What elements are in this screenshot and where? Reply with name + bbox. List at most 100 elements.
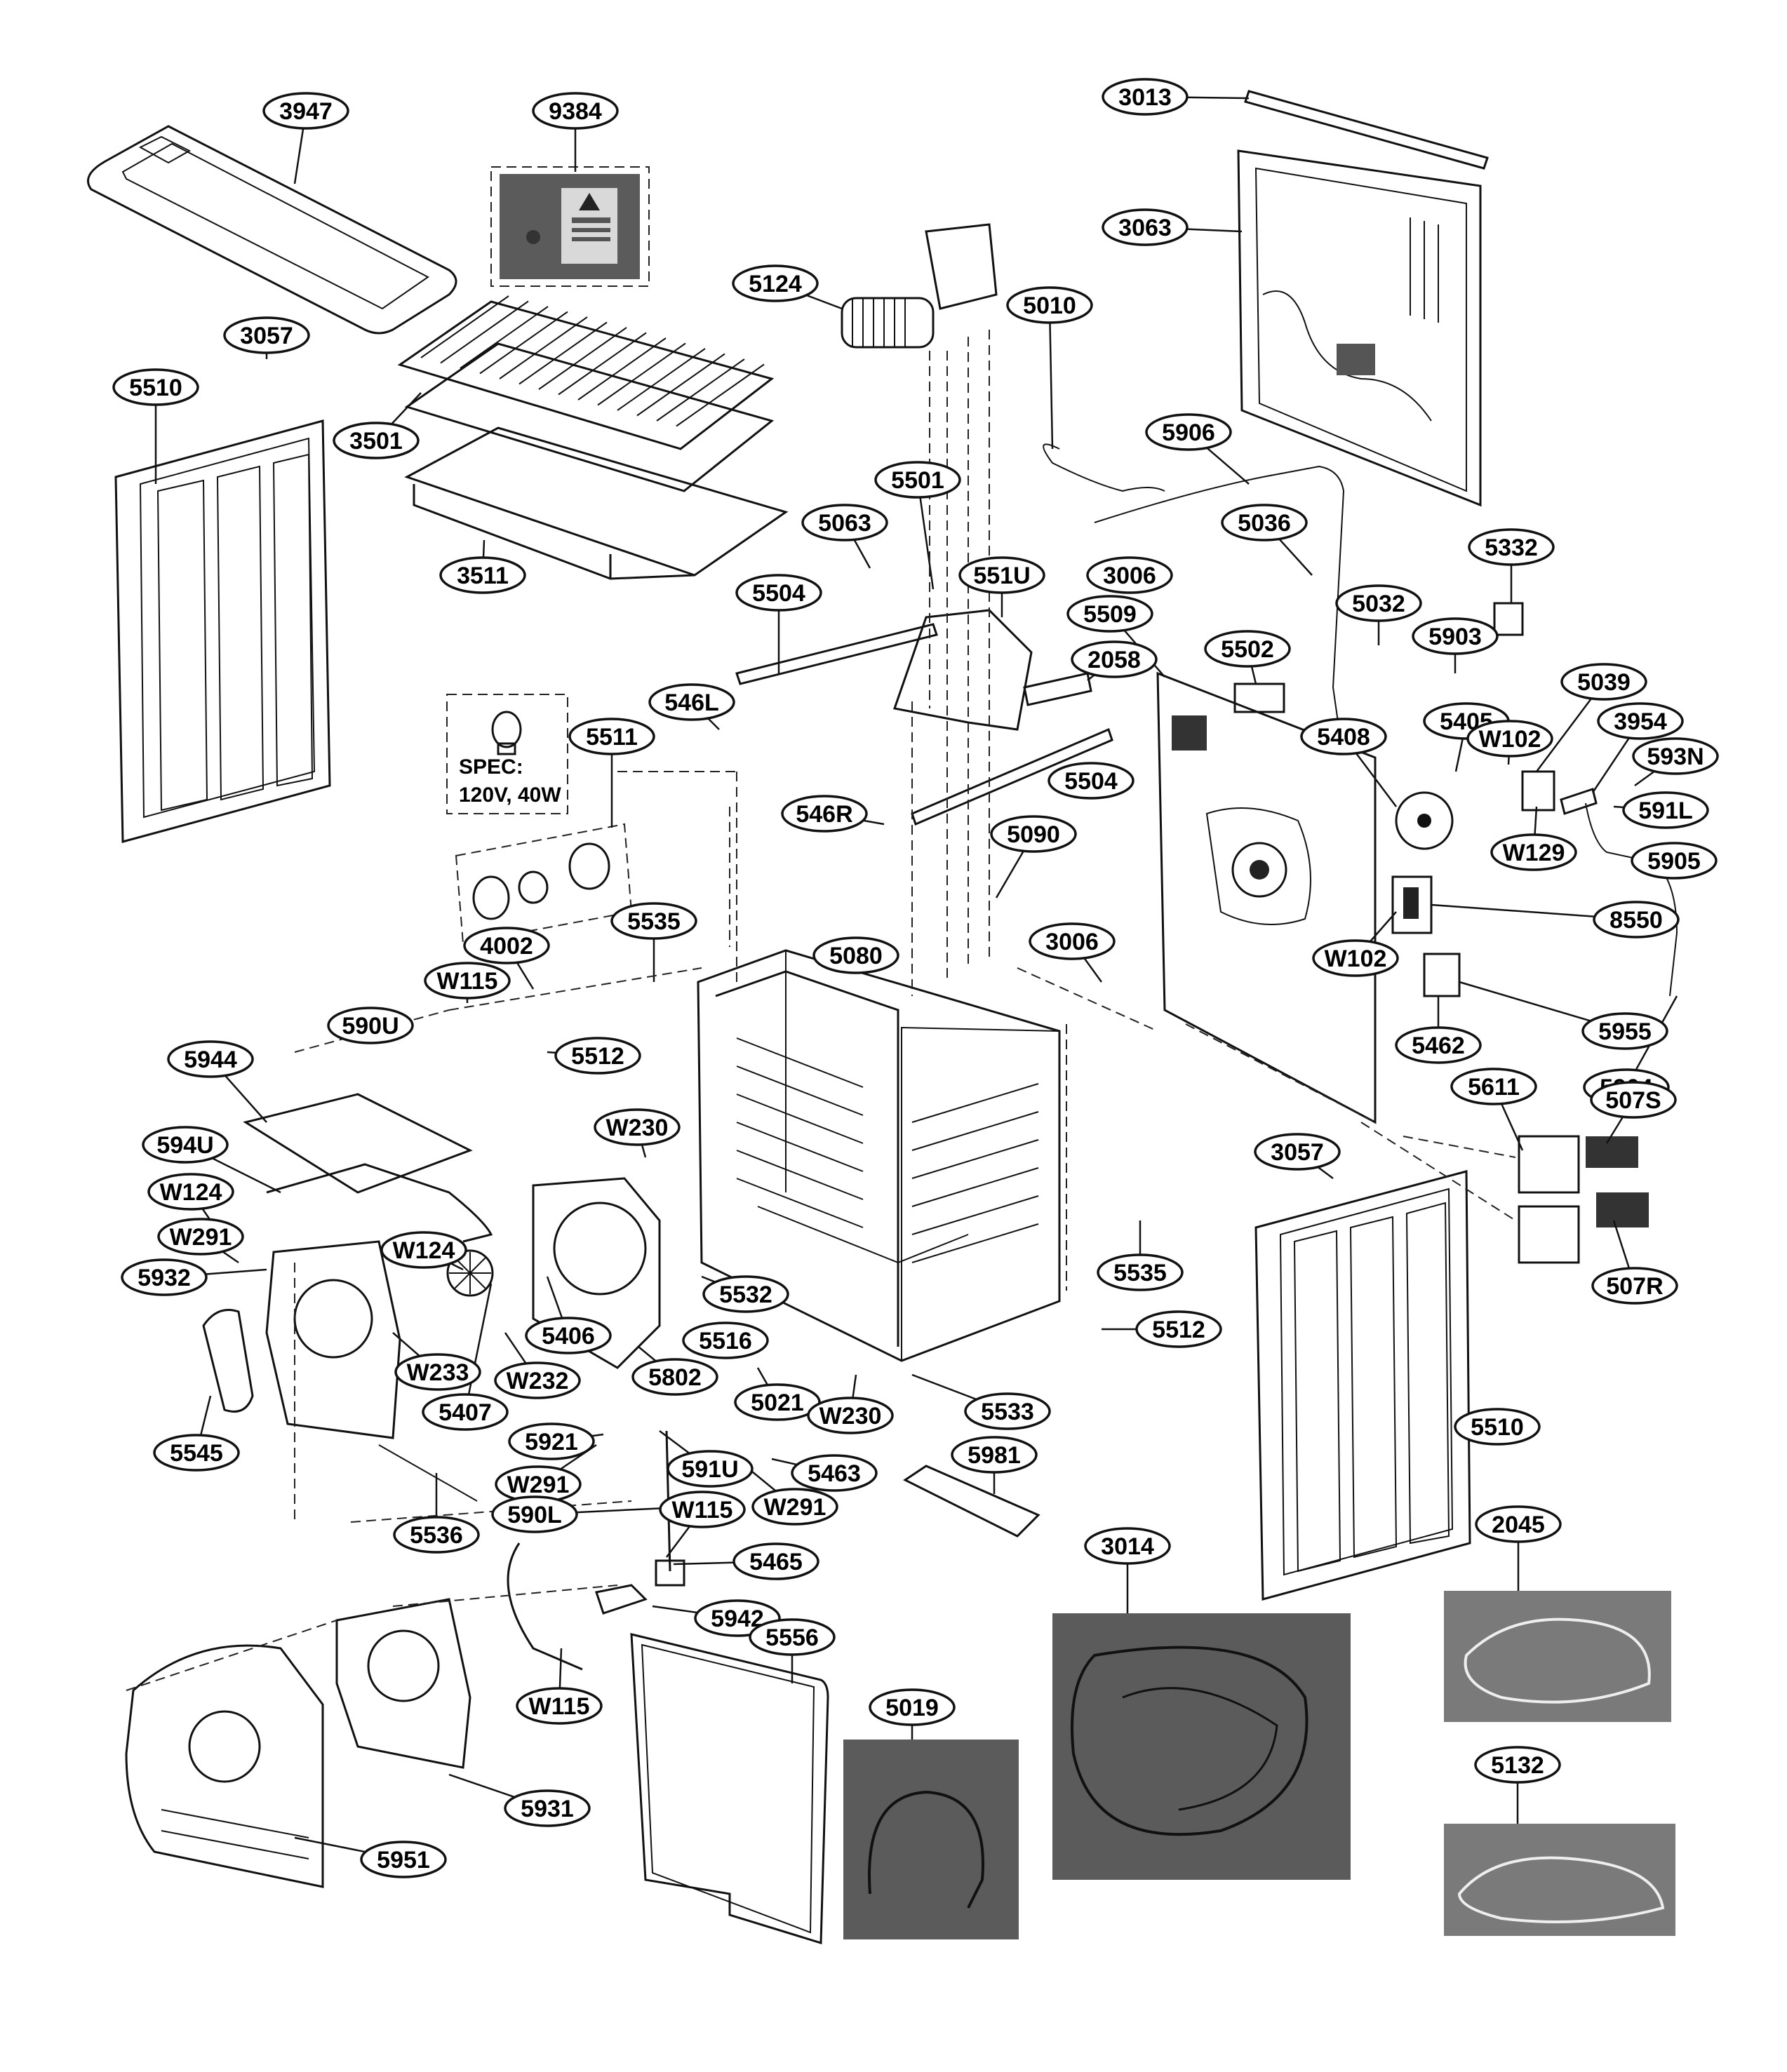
callout-number: 3057 xyxy=(240,323,293,349)
callout-number: 5463 xyxy=(808,1460,861,1487)
callout-number: 5545 xyxy=(170,1440,223,1467)
callout-5944: 5944 xyxy=(167,1040,254,1078)
callout-number: 5407 xyxy=(439,1399,492,1426)
rack-wire xyxy=(558,332,647,396)
assembly-guide-line xyxy=(1185,1023,1376,1123)
callout-number: 507S xyxy=(1605,1087,1661,1114)
rack-wire xyxy=(538,327,627,390)
callout-5535: 5535 xyxy=(1097,1253,1184,1291)
callout-w232: W232 xyxy=(494,1361,581,1399)
callout-3006: 3006 xyxy=(1029,922,1116,960)
callout-5535: 5535 xyxy=(610,902,697,940)
callout-oval xyxy=(751,1488,838,1526)
callout-number: 5039 xyxy=(1577,669,1631,696)
callout-w115: W115 xyxy=(659,1491,746,1528)
callout-oval xyxy=(1135,1310,1222,1348)
callout-oval xyxy=(1622,791,1709,829)
callout-oval xyxy=(807,1397,894,1434)
callout-oval xyxy=(735,574,822,612)
callout-oval xyxy=(1071,640,1158,678)
part-5942-tube xyxy=(507,1542,648,1671)
callout-oval xyxy=(958,556,1045,594)
rack-wire xyxy=(518,321,608,385)
rack-wire xyxy=(420,295,509,358)
callout-number: 5510 xyxy=(129,375,182,401)
callout-oval xyxy=(1395,1026,1482,1064)
callout-number: 5536 xyxy=(410,1522,463,1549)
callout-number: 5535 xyxy=(627,908,681,935)
leader-line xyxy=(1048,304,1054,450)
callout-w233: W233 xyxy=(394,1353,481,1391)
callout-oval xyxy=(1631,842,1718,880)
callout-number: 5511 xyxy=(586,724,638,751)
callout-w230: W230 xyxy=(807,1397,894,1434)
callout-w115: W115 xyxy=(424,962,511,1000)
callout-507s: 507S xyxy=(1590,1081,1677,1119)
callout-number: 5944 xyxy=(184,1047,237,1073)
callout-5462: 5462 xyxy=(1395,1026,1482,1064)
callout-number: 5981 xyxy=(968,1442,1021,1469)
callout-5556: 5556 xyxy=(749,1618,836,1656)
callout-number: 5509 xyxy=(1083,601,1137,628)
callout-5039: 5039 xyxy=(1560,663,1647,701)
callout-oval xyxy=(1335,584,1422,622)
callout-number: 5510 xyxy=(1471,1414,1524,1441)
callout-3501: 3501 xyxy=(333,422,420,459)
callout-5090: 5090 xyxy=(990,815,1077,853)
callout-number: 5955 xyxy=(1598,1018,1652,1045)
callout-5502: 5502 xyxy=(1204,630,1291,668)
callout-oval xyxy=(648,683,735,721)
part-5932-fan-shroud xyxy=(265,1240,401,1439)
callout-oval xyxy=(1312,939,1399,977)
callout-5905: 5905 xyxy=(1631,842,1718,880)
callout-5124: 5124 xyxy=(732,264,819,302)
callout-oval xyxy=(1204,630,1291,668)
part-5611-hinge-receivers xyxy=(1518,1135,1580,1264)
part-5906-tube xyxy=(1094,465,1345,737)
part-3947-tray-frame xyxy=(87,125,457,335)
leader-line xyxy=(464,1283,493,1413)
callout-oval xyxy=(1029,922,1116,960)
callout-5063: 5063 xyxy=(801,504,888,541)
part-5931-rear-cover xyxy=(335,1598,471,1769)
callout-number: 3057 xyxy=(1271,1139,1324,1166)
callout-507r: 507R xyxy=(1591,1267,1678,1305)
part-5502-relay xyxy=(1233,682,1285,713)
callout-5021: 5021 xyxy=(734,1383,821,1421)
callout-oval xyxy=(1221,504,1308,541)
callout-5511: 5511 xyxy=(568,718,655,755)
callout-oval xyxy=(463,927,550,964)
part-5944-cover-plate xyxy=(243,1093,473,1194)
callout-number: 546R xyxy=(796,801,852,828)
callout-w230: W230 xyxy=(594,1108,681,1146)
part-3511-gliding-rack xyxy=(404,426,789,580)
callout-5504: 5504 xyxy=(1048,762,1135,800)
callout-oval xyxy=(659,1491,746,1528)
callout-oval xyxy=(112,368,199,406)
callout-number: W102 xyxy=(1325,946,1387,972)
callout-number: 2045 xyxy=(1492,1512,1545,1538)
callout-593n: 593N xyxy=(1632,737,1719,775)
callout-551u: 551U xyxy=(958,556,1045,594)
callout-oval xyxy=(508,1422,595,1460)
callout-number: 551U xyxy=(973,563,1030,589)
callout-5951: 5951 xyxy=(360,1841,447,1878)
callout-5408: 5408 xyxy=(1300,718,1387,755)
callout-oval xyxy=(732,264,819,302)
rack-wire xyxy=(676,363,765,427)
callout-oval xyxy=(1468,528,1555,566)
callout-oval xyxy=(394,1353,481,1391)
callout-number: 5504 xyxy=(1064,768,1118,795)
callout-5407: 5407 xyxy=(422,1393,509,1431)
callout-3006: 3006 xyxy=(1086,556,1173,594)
callout-oval xyxy=(869,1688,956,1726)
callout-5533: 5533 xyxy=(964,1392,1051,1430)
callout-oval xyxy=(812,936,899,974)
callout-number: W102 xyxy=(1479,726,1541,753)
callout-number: 5532 xyxy=(719,1281,772,1308)
callout-number: 3006 xyxy=(1103,563,1156,589)
spec-line-2: 120V, 40W xyxy=(459,783,561,807)
callout-5931: 5931 xyxy=(504,1789,591,1827)
